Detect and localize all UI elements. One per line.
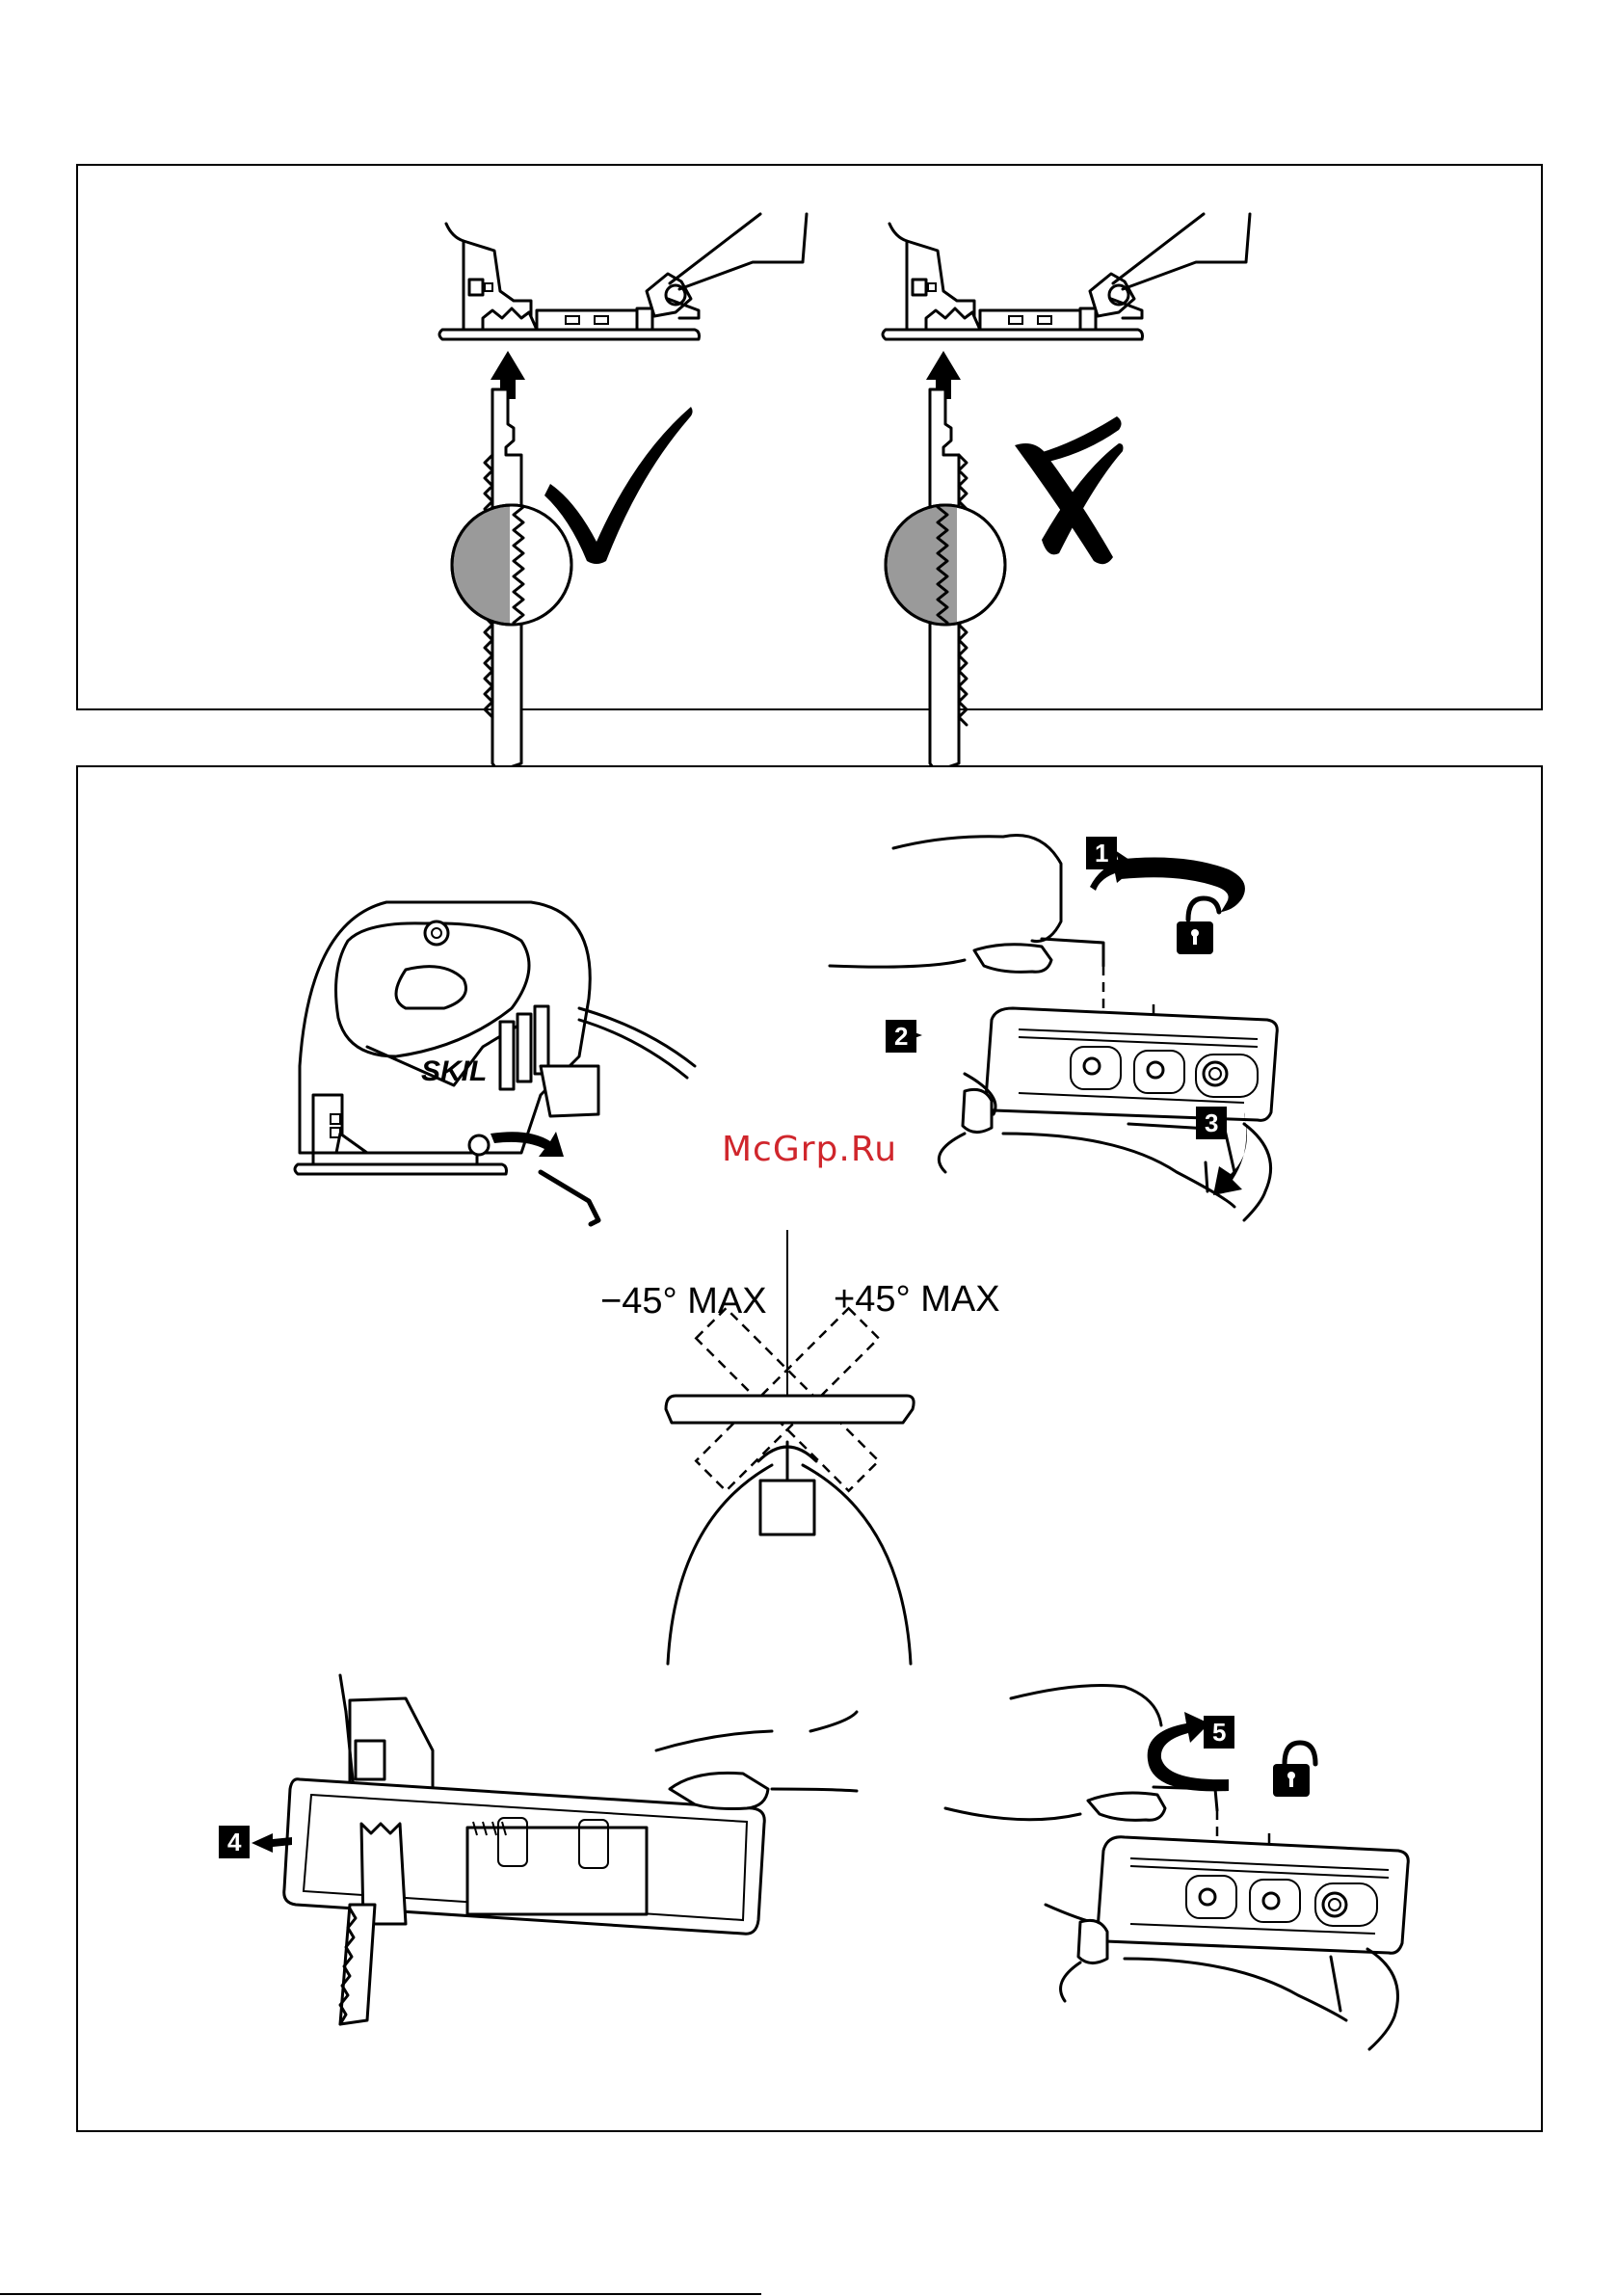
shoe-slide-illustration (252, 1675, 857, 2024)
blade-insertion-figure (78, 166, 1545, 712)
cross-icon (1015, 416, 1124, 564)
step-badge-1: 1 (1086, 837, 1117, 869)
bevel-adjustment-panel: SKIL McGrp.Ru (76, 765, 1543, 2132)
step-badge-5: 5 (1204, 1716, 1234, 1749)
step-badge-4: 4 (219, 1826, 250, 1858)
blade-insertion-panel (76, 164, 1543, 710)
svg-text:5: 5 (1212, 1718, 1226, 1747)
jigsaw-overview: SKIL (295, 902, 695, 1224)
unlocked-padlock-icon (1177, 898, 1219, 954)
bevel-adjustment-figure: SKIL McGrp.Ru (78, 767, 1545, 2134)
bevel-angle-diagram: −45° MAX +45° MAX (600, 1230, 1000, 1664)
step-badge-2: 2 (886, 1020, 916, 1053)
svg-text:4: 4 (227, 1828, 242, 1856)
blade-detail-lens-wrong (886, 505, 1005, 625)
svg-text:3: 3 (1205, 1108, 1218, 1137)
angle-label-plus: +45° MAX (834, 1279, 1000, 1320)
step-badge-3: 3 (1196, 1107, 1227, 1139)
footer-rule (0, 2293, 761, 2295)
blade-detail-lens-correct (452, 505, 571, 625)
saw-shoe-correct (439, 214, 807, 339)
locked-padlock-icon (1273, 1743, 1315, 1797)
svg-text:2: 2 (894, 1022, 908, 1051)
tighten-screws-illustration (945, 1686, 1408, 2050)
brand-logo: SKIL (421, 1055, 487, 1087)
angle-label-minus: −45° MAX (600, 1281, 767, 1322)
saw-shoe-wrong (883, 214, 1250, 339)
watermark: McGrp.Ru (722, 1130, 897, 1169)
svg-text:1: 1 (1095, 839, 1108, 868)
